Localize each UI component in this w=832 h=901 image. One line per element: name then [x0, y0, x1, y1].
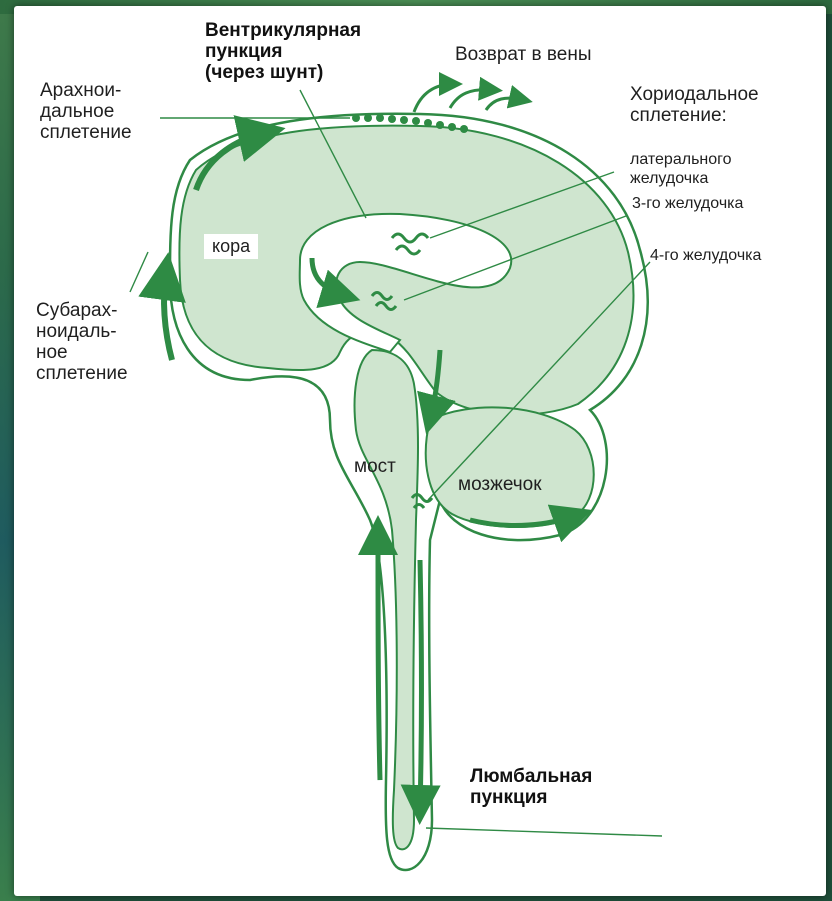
flow-arrow-cord-up: [378, 530, 380, 780]
return-arrow-2: [450, 90, 494, 108]
label-arachnoid-plexus: Арахнои- дальное сплетение: [40, 80, 132, 143]
label-cerebellum: мозжечок: [458, 474, 542, 495]
label-pons: мост: [354, 456, 396, 477]
label-subarachnoid-plexus: Субарах- ноидаль- ное сплетение: [36, 300, 128, 384]
label-cortex: кора: [204, 234, 258, 259]
return-arrow-3: [486, 98, 524, 110]
label-lumbar-puncture: Люмбальная пункция: [470, 766, 592, 808]
label-fourth-ventricle: 4-го желудочка: [650, 246, 761, 265]
label-third-ventricle: 3-го желудочка: [632, 194, 743, 213]
label-ventricular-puncture: Вентрикулярная пункция (через шунт): [205, 20, 361, 83]
label-return-to-veins: Возврат в вены: [455, 44, 592, 65]
return-arrow-1: [414, 84, 454, 112]
label-choroid-plexus: Хориодальное сплетение:: [630, 84, 759, 126]
cerebellum-shape: [426, 407, 594, 527]
label-lateral-ventricle: латерального желудочка: [630, 150, 732, 188]
flow-arrow-cord-down: [420, 560, 422, 810]
